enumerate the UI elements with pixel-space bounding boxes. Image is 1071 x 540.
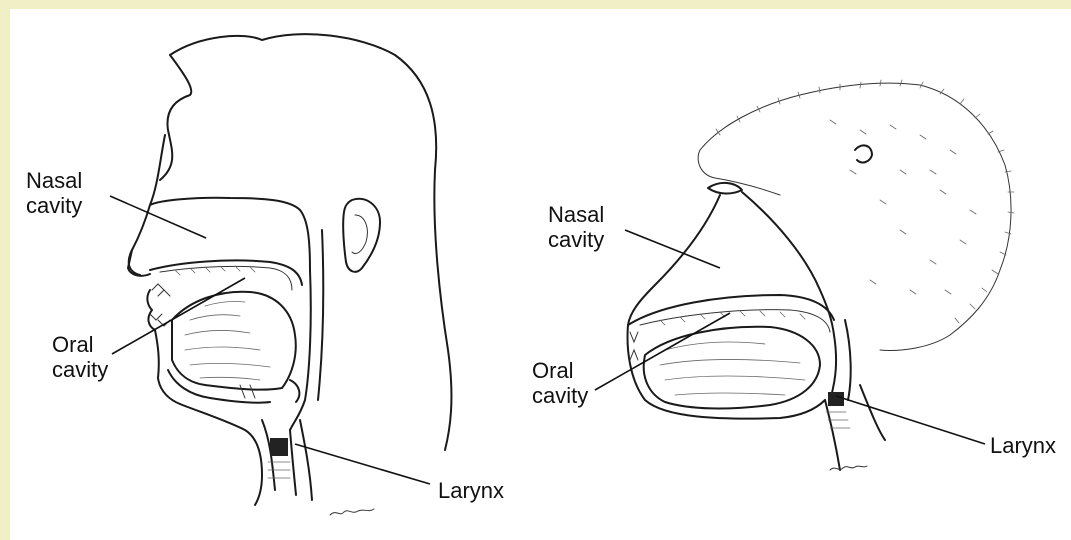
ape-larynx-leader-line: [836, 396, 985, 444]
ape-oral-label-line1: Oral: [532, 358, 588, 383]
human-oral-cavity-label: Oral cavity: [52, 332, 108, 382]
human-oral-label-line1: Oral: [52, 332, 108, 357]
ape-oral-cavity-label: Oral cavity: [532, 358, 588, 408]
human-larynx-leader-line: [295, 444, 430, 484]
human-larynx-label: Larynx: [438, 478, 504, 503]
ape-nasal-label-line2: cavity: [548, 227, 604, 252]
human-nasal-label-line2: cavity: [26, 193, 82, 218]
ape-oral-label-line2: cavity: [532, 383, 588, 408]
human-nasal-label-line1: Nasal: [26, 168, 82, 193]
human-larynx-label-text: Larynx: [438, 478, 504, 503]
human-oral-label-line2: cavity: [52, 357, 108, 382]
ape-nasal-leader-line: [625, 230, 720, 268]
ape-larynx-label: Larynx: [990, 433, 1056, 458]
ape-larynx-label-text: Larynx: [990, 433, 1056, 458]
ape-head-drawing: [628, 80, 1014, 470]
human-head-drawing: [128, 34, 451, 515]
ape-nasal-cavity-label: Nasal cavity: [548, 202, 604, 252]
ape-nasal-label-line1: Nasal: [548, 202, 604, 227]
human-oral-leader-line: [112, 278, 245, 354]
human-nasal-cavity-label: Nasal cavity: [26, 168, 82, 218]
ape-oral-leader-line: [595, 313, 730, 390]
